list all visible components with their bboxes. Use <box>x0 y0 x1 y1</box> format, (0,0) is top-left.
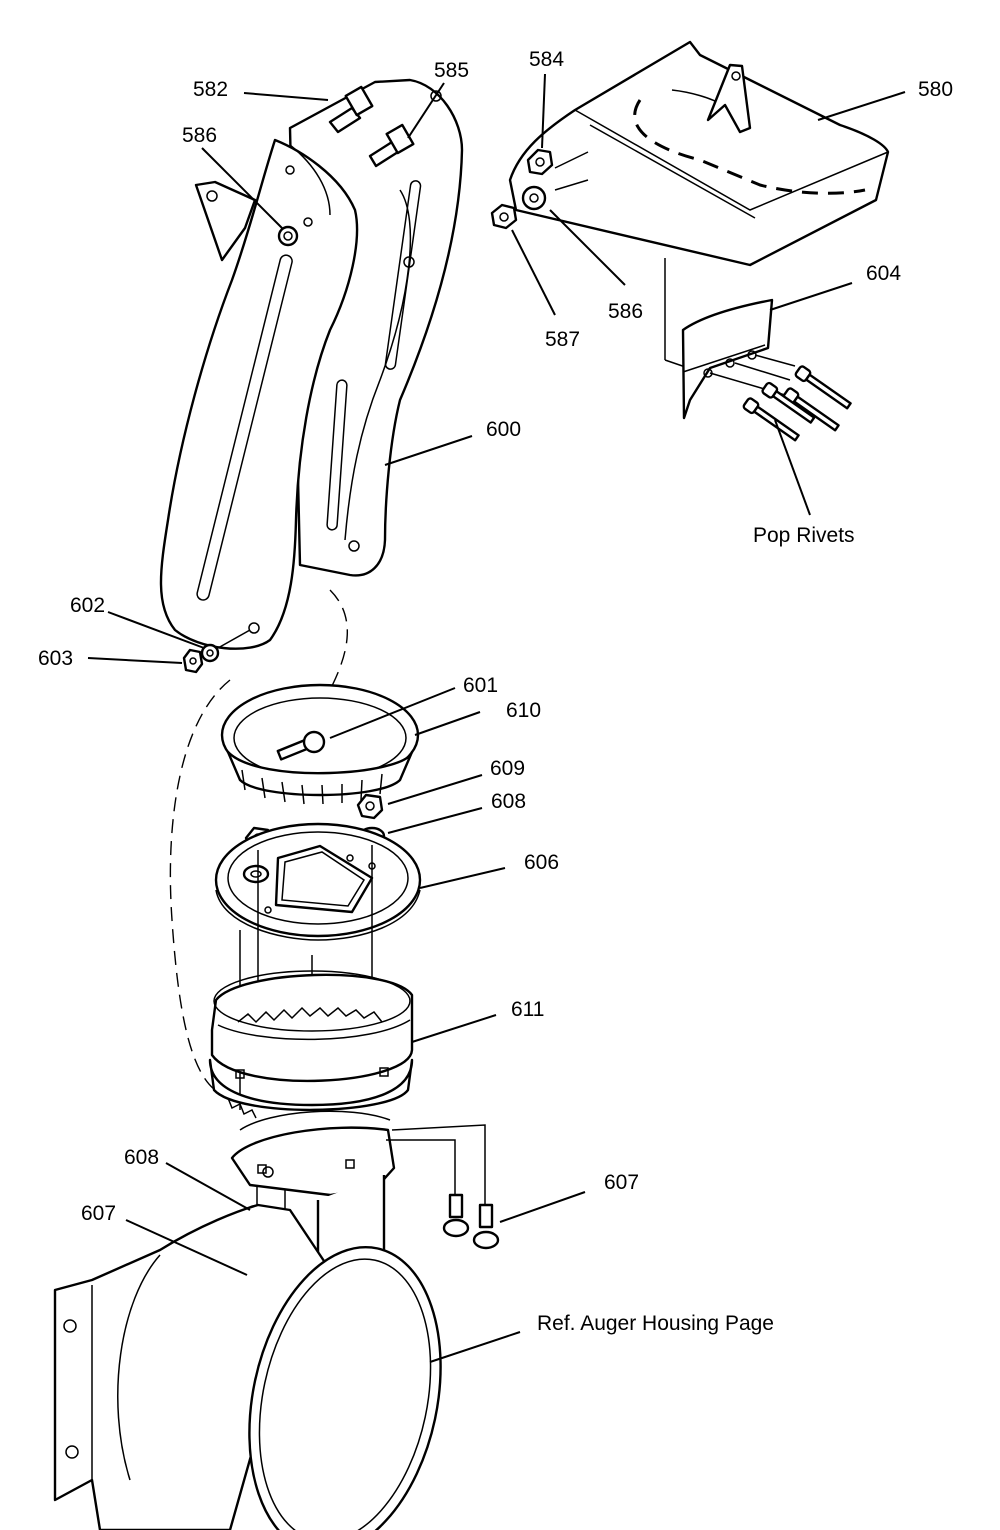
chute-base <box>230 1110 486 1270</box>
flange-606 <box>214 822 422 941</box>
callout-608-upper: 608 <box>491 790 526 813</box>
callout-585: 585 <box>434 59 469 82</box>
callout-607-right: 607 <box>604 1171 639 1194</box>
upper-chute-600 <box>159 78 464 691</box>
callout-610: 610 <box>506 699 541 722</box>
callout-587: 587 <box>545 328 580 351</box>
callout-609: 609 <box>490 757 525 780</box>
callout-580: 580 <box>918 78 953 101</box>
screws-607-right <box>442 1193 500 1250</box>
plate-604 <box>681 298 796 420</box>
nut-washer-602-603 <box>182 629 251 674</box>
callout-604: 604 <box>866 262 901 285</box>
deflector-580 <box>490 40 890 373</box>
callout-602: 602 <box>70 594 105 617</box>
callout-601: 601 <box>463 674 498 697</box>
pop-rivets-label: Pop Rivets <box>753 524 855 547</box>
callout-606: 606 <box>524 851 559 874</box>
callout-611: 611 <box>511 998 544 1021</box>
ref-auger-housing-label: Ref. Auger Housing Page <box>537 1312 774 1335</box>
gear-ring-611 <box>208 970 414 1119</box>
callout-labels: 582 585 586 584 580 586 587 604 Pop Rive… <box>38 48 953 1335</box>
callout-582: 582 <box>193 78 228 101</box>
callout-586-lower: 586 <box>608 300 643 323</box>
auger-housing-ref <box>53 1203 442 1530</box>
callout-586-upper: 586 <box>182 124 217 147</box>
callout-584: 584 <box>529 48 564 71</box>
pop-rivets <box>742 365 852 442</box>
callout-600: 600 <box>486 418 521 441</box>
callout-603: 603 <box>38 647 73 670</box>
callout-607-left: 607 <box>81 1202 116 1225</box>
bearing-ring-610 <box>220 683 420 805</box>
leader-lines <box>87 73 906 1363</box>
callout-608-lower: 608 <box>124 1146 159 1169</box>
assembly-outline <box>169 679 231 1091</box>
